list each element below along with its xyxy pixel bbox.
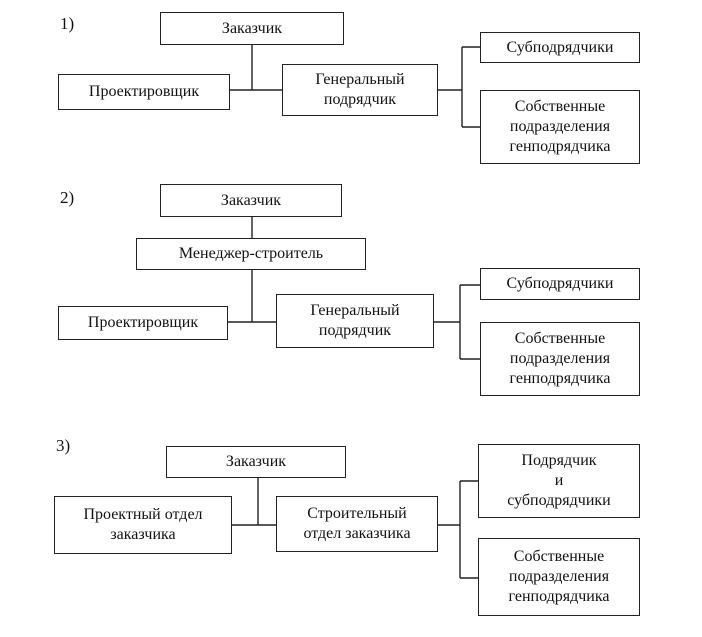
design-department-box: Проектный отдел заказчика bbox=[54, 496, 232, 554]
customer-box: Заказчик bbox=[160, 184, 342, 217]
subcontractors-box: Субподрядчики bbox=[480, 32, 640, 63]
own-divisions-box: Собственные подразделения генподрядчика bbox=[480, 322, 640, 396]
diagram-number: 3) bbox=[56, 436, 71, 455]
construction-department-box: Строительный отдел заказчика bbox=[276, 496, 438, 552]
own-divisions-box: Собственные подразделения генподрядчика bbox=[480, 90, 640, 164]
customer-box: Заказчик bbox=[160, 12, 344, 45]
diagram-number: 2) bbox=[60, 188, 75, 207]
general-contractor-box: Генеральный подрядчик bbox=[276, 294, 434, 348]
designer-box: Проектировщик bbox=[58, 306, 228, 340]
construction-manager-box: Менеджер-строитель bbox=[136, 238, 366, 270]
subcontractors-box: Субподрядчики bbox=[480, 268, 640, 300]
general-contractor-box: Генеральный подрядчик bbox=[282, 64, 438, 116]
designer-box: Проектировщик bbox=[58, 74, 230, 110]
customer-box: Заказчик bbox=[166, 446, 346, 478]
contractor-box: Подрядчик и субподрядчики bbox=[478, 444, 640, 518]
diagram-number: 1) bbox=[60, 14, 75, 33]
own-divisions-box: Собственные подразделения генподрядчика bbox=[478, 538, 640, 616]
